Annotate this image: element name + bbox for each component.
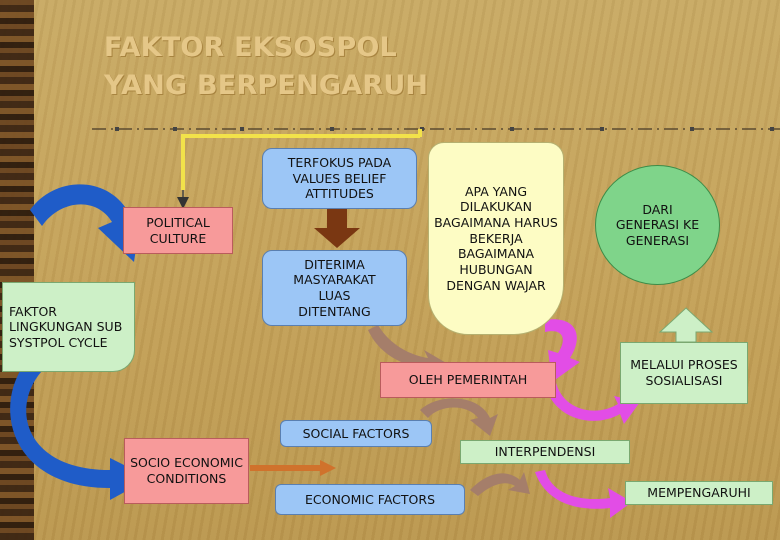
magenta-curve-arrow-2 [544,378,640,424]
apa-yang-box: APA YANG DILAKUKAN BAGAIMANA HARUS BEKER… [428,142,564,335]
dari-generasi-circle: DARI GENERASI KE GENERASI [595,165,720,285]
mempengaruhi-box: MEMPENGARUHI [625,481,773,505]
title-line-1: FAKTOR EKSOSPOL [104,32,397,63]
social-factors-box: SOCIAL FACTORS [280,420,432,447]
blue-curve-arrow-top [30,184,142,262]
political-culture-box: POLITICAL CULTURE [123,207,233,254]
interpendensi-box: INTERPENDENSI [460,440,630,464]
orange-right-arrow [250,460,336,476]
diterima-box: DITERIMA MASYARAKAT LUAS DITENTANG [262,250,407,326]
wood-strip-decoration [0,0,34,540]
socio-economic-box: SOCIO ECONOMIC CONDITIONS [124,438,249,504]
green-up-arrow [658,307,714,343]
magenta-curve-arrow-3 [535,470,632,518]
brown-down-arrow [314,209,360,248]
blue-curve-arrow-bottom [10,352,150,500]
yellow-connector [181,134,420,190]
tan-curve-arrow-3 [470,472,530,496]
faktor-lingkungan-box: FAKTOR LINGKUNGAN SUB SYSTPOL CYCLE [2,282,135,372]
oleh-pemerintah-box: OLEH PEMERINTAH [380,362,556,398]
title-line-2: YANG BERPENGARUH [104,70,429,101]
terfokus-box: TERFOKUS PADA VALUES BELIEF ATTITUDES [262,148,417,209]
tan-curve-arrow-2 [420,398,498,436]
economic-factors-box: ECONOMIC FACTORS [275,484,465,515]
melalui-proses-box: MELALUI PROSES SOSIALISASI [620,342,748,404]
